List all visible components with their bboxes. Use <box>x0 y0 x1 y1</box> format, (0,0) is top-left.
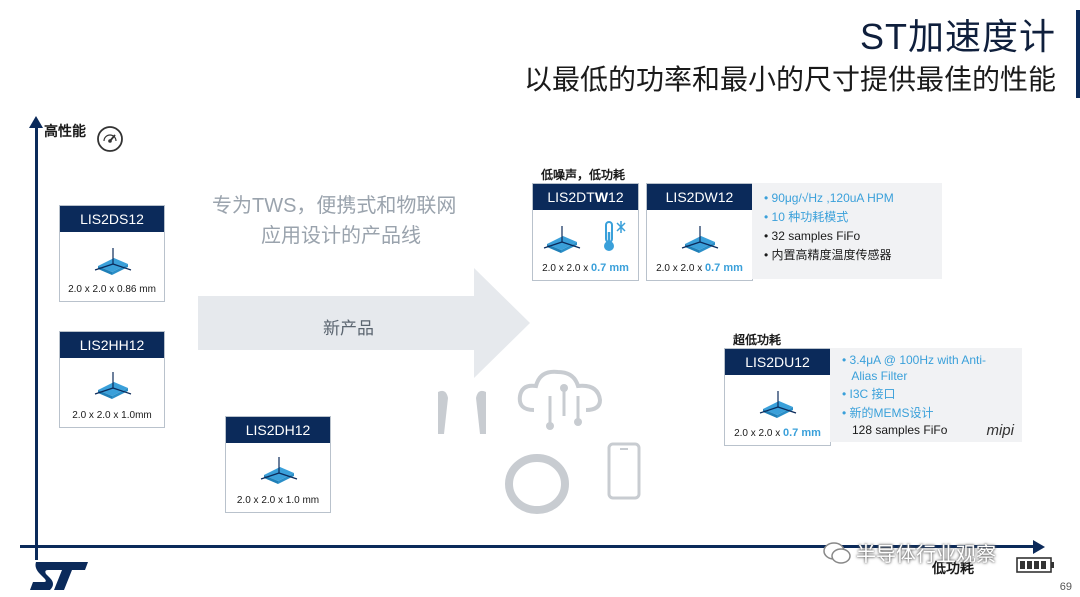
card-title: LIS2HH12 <box>60 332 164 358</box>
accelerometer-chip-icon <box>260 455 298 492</box>
card-dimensions: 2.0 x 2.0 x 0.86 mm <box>68 284 156 295</box>
card-dimensions: 2.0 x 2.0 x 0.7 mm <box>656 262 743 274</box>
watermark-text: 半导体行业观察 <box>856 544 996 566</box>
st-logo <box>28 560 90 597</box>
accelerometer-chip-icon <box>681 224 719 261</box>
x-axis-label: 低功耗 <box>932 560 974 576</box>
card-dimensions: 2.0 x 2.0 x 0.7 mm <box>734 427 821 439</box>
card-title: LIS2DW12 <box>647 184 752 210</box>
feature-item: • 32 samples FiFo <box>764 229 861 243</box>
feature-item: • 内置高精度温度传感器 <box>764 248 892 262</box>
mipi-logo: mipi <box>986 422 1014 439</box>
accelerometer-chip-icon <box>543 224 581 261</box>
card-lis2dw12[interactable]: LIS2DW12 2.0 x 2.0 x 0.7 mm <box>646 183 753 281</box>
feature-item: Alias Filter <box>842 369 908 383</box>
smartphone-icon <box>607 442 641 505</box>
feature-item: • 新的MEMS设计 <box>842 406 934 420</box>
card-title: LIS2DTW12 <box>533 184 638 210</box>
lis2dw12-features: • 90μg/√Hz ,120uA HPM • 10 种功耗模式 • 32 sa… <box>752 183 942 279</box>
feature-item: • I3C 接口 <box>842 387 896 401</box>
earbuds-icon <box>432 388 492 443</box>
cloud-network-icon <box>514 366 606 439</box>
x-axis-line <box>20 545 1035 548</box>
feature-item: • 10 种功耗模式 <box>764 210 849 224</box>
slide-subtitle: 以最低的功率和最小的尺寸提供最佳的性能 <box>523 64 1056 95</box>
tagline-line-2: 应用设计的产品线 <box>261 225 421 247</box>
new-product-label: 新产品 <box>323 319 374 338</box>
feature-item: • 90μg/√Hz ,120uA HPM <box>764 191 894 205</box>
thermometer-icon <box>601 220 627 259</box>
card-lis2ds12[interactable]: LIS2DS12 2.0 x 2.0 x 0.86 mm <box>59 205 165 302</box>
feature-item: 128 samples FiFo <box>842 423 948 437</box>
card-dimensions: 2.0 x 2.0 x 1.0 mm <box>236 495 320 506</box>
group-label-low-noise: 低噪声，低功耗 <box>541 168 626 182</box>
feature-item: • 3.4μA @ 100Hz with Anti- <box>842 353 987 367</box>
card-lis2du12[interactable]: LIS2DU12 2.0 x 2.0 x 0.7 mm <box>724 348 831 446</box>
accelerometer-chip-icon <box>759 389 797 426</box>
new-product-arrow <box>198 268 530 383</box>
y-axis-label: 高性能 <box>44 123 86 139</box>
y-axis-line <box>35 126 38 560</box>
slide-title: ST加速度计 <box>859 16 1056 57</box>
smart-band-icon <box>502 450 572 525</box>
x-axis-arrowhead <box>1033 540 1045 554</box>
y-axis-arrowhead <box>29 116 43 128</box>
card-title: LIS2DS12 <box>60 206 164 232</box>
card-lis2hh12[interactable]: LIS2HH12 2.0 x 2.0 x 1.0mm <box>59 331 165 428</box>
lis2du12-features: • 3.4μA @ 100Hz with Anti- Alias Filter … <box>830 348 1022 442</box>
title-accent-bar <box>1076 10 1080 98</box>
page-number: 69 <box>1059 581 1072 593</box>
card-title: LIS2DU12 <box>725 349 830 375</box>
card-dimensions: 2.0 x 2.0 x 1.0mm <box>72 410 152 421</box>
card-title: LIS2DH12 <box>226 417 330 443</box>
accelerometer-chip-icon <box>94 246 132 283</box>
card-lis2dh12[interactable]: LIS2DH12 2.0 x 2.0 x 1.0 mm <box>225 416 331 513</box>
tagline-line-1: 专为TWS，便携式和物联网 <box>212 195 457 217</box>
card-dimensions: 2.0 x 2.0 x 0.7 mm <box>542 262 629 274</box>
group-label-ultra-low: 超低功耗 <box>733 333 782 347</box>
accelerometer-chip-icon <box>94 370 132 407</box>
battery-icon <box>1016 556 1056 579</box>
wechat-icon <box>822 540 852 571</box>
speedometer-icon <box>96 125 124 158</box>
card-lis2dtw12[interactable]: LIS2DTW12 2.0 x 2.0 x 0.7 mm <box>532 183 639 281</box>
